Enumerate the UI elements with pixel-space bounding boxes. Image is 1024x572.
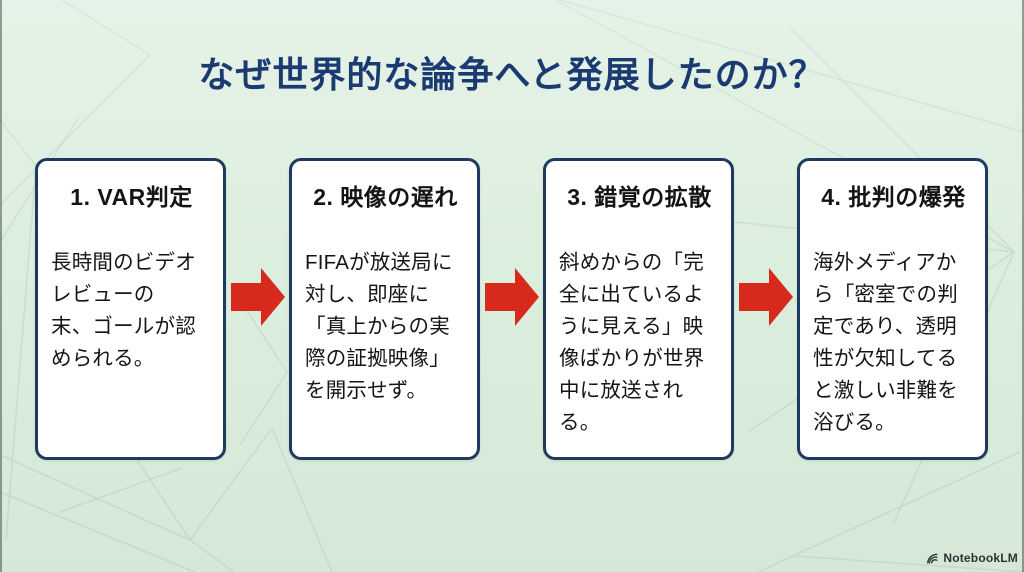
slide-title: なぜ世界的な論争へと発展したのか？	[198, 54, 826, 96]
step-4-description: 海外メディアか ら「密室での判 定であり、透明 性が欠知してる と激しい非難を …	[813, 250, 958, 434]
step-2-description: FIFAが放送局に 対し、即座に 「真上からの実 際の証拠映像」 を開示せず。	[305, 250, 453, 402]
right-edge-bar	[1022, 0, 1024, 572]
step-1-title: 1. VAR判定	[70, 184, 193, 210]
notebooklm-brand-label: NotebookLM	[943, 551, 1018, 565]
step-2-title: 2. 映像の遅れ	[313, 184, 458, 210]
left-edge-bar	[0, 0, 2, 572]
step-card-2: 2. 映像の遅れ FIFAが放送局に 対し、即座に 「真上からの実 際の証拠映像…	[289, 158, 480, 460]
notebooklm-watermark: NotebookLM	[926, 551, 1018, 565]
step-3-description: 斜めからの「完 全に出ているよ うに見える」映 像ばかりが世界 中に放送され る…	[559, 250, 705, 434]
step-4-title: 4. 批判の爆発	[821, 184, 966, 210]
step-3-title: 3. 錯覚の拡散	[567, 184, 712, 210]
step-card-4: 4. 批判の爆発 海外メディアか ら「密室での判 定であり、透明 性が欠知してる…	[797, 158, 988, 460]
arrow-right-icon	[230, 268, 285, 326]
flow-diagram: 1. VAR判定 長時間のビデオ レビューの 末、ゴールが認 められる。 2. …	[35, 158, 988, 460]
step-card-1: 1. VAR判定 長時間のビデオ レビューの 末、ゴールが認 められる。	[35, 158, 226, 460]
step-card-3: 3. 錯覚の拡散 斜めからの「完 全に出ているよ うに見える」映 像ばかりが世界…	[543, 158, 734, 460]
notebooklm-logo-icon	[926, 552, 939, 565]
step-1-description: 長時間のビデオ レビューの 末、ゴールが認 められる。	[51, 250, 196, 370]
arrow-right-icon	[484, 268, 539, 326]
arrow-right-icon	[738, 268, 793, 326]
